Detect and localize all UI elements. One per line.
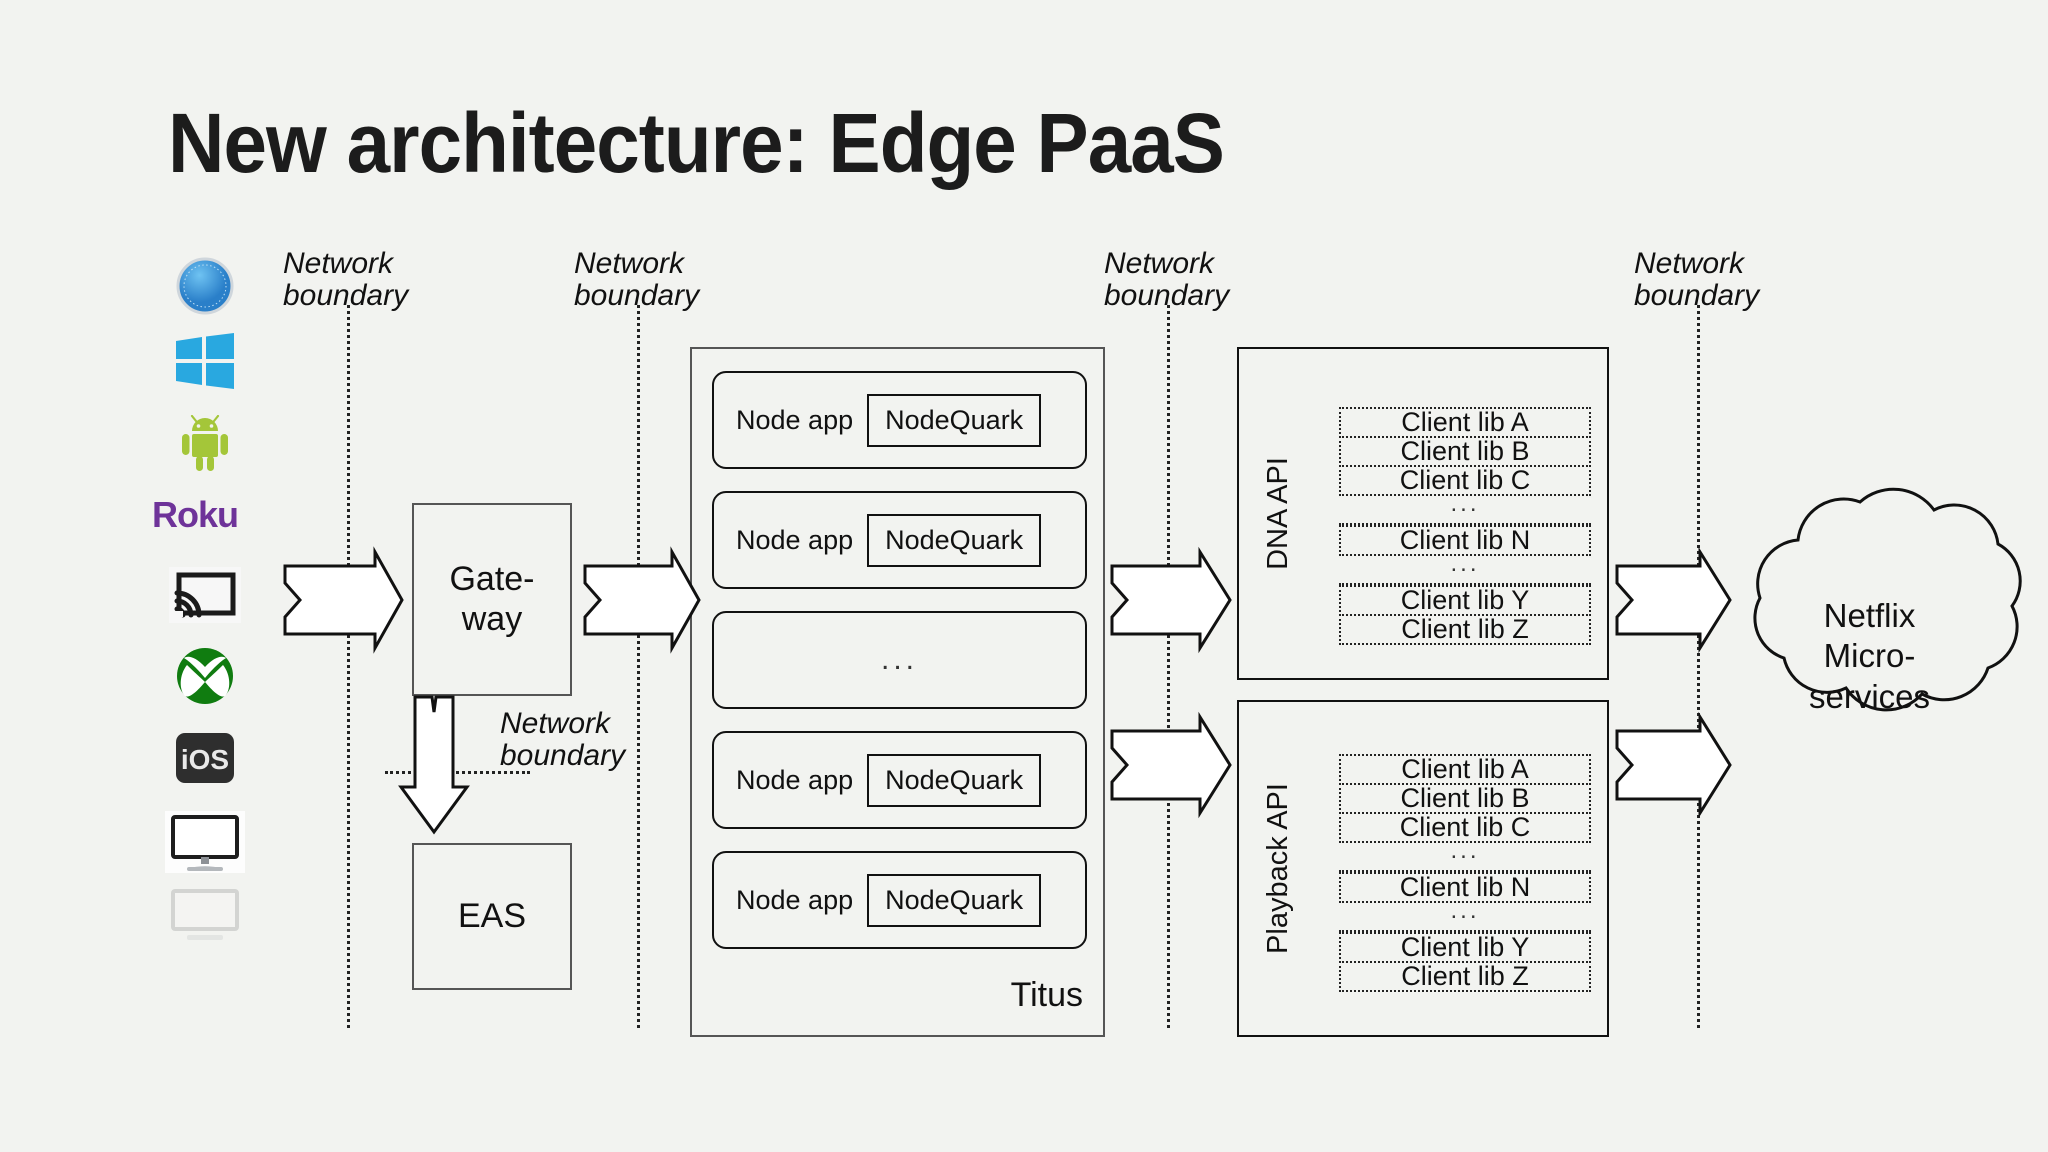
ios-icon: iOS <box>174 731 236 785</box>
arrow-titus-to-dna-api <box>1110 546 1232 654</box>
boundary-1-line <box>347 305 350 1028</box>
node-app-label: Node app <box>736 884 854 915</box>
cloud-label: Netflix Micro- services <box>1808 597 1931 715</box>
client-lib: Client lib Z <box>1339 614 1591 645</box>
gateway-box[interactable]: Gate- way <box>412 503 572 696</box>
tv-icon <box>165 811 245 873</box>
safari-icon <box>174 255 236 317</box>
node-row[interactable]: Node app NodeQuark <box>712 731 1087 829</box>
arrow-dna-api-to-cloud <box>1615 546 1732 654</box>
node-app-label: Node app <box>736 764 854 795</box>
android-icon <box>174 414 236 477</box>
node-row[interactable]: Node app NodeQuark <box>712 851 1087 949</box>
nodequark-box: NodeQuark <box>867 393 1042 447</box>
client-lib: Client lib Y <box>1339 585 1591 616</box>
eas-label: EAS <box>457 897 527 935</box>
client-lib: Client lib Y <box>1339 932 1591 963</box>
client-lib: Client lib A <box>1339 407 1591 438</box>
client-lib: Client lib A <box>1339 754 1591 785</box>
arrow-devices-to-gateway <box>283 546 404 654</box>
client-lib: Client lib B <box>1339 783 1591 814</box>
arrow-gateway-to-eas <box>398 695 470 835</box>
arrow-gateway-to-titus <box>583 546 701 654</box>
nodequark-box: NodeQuark <box>867 513 1042 567</box>
client-lib: Client lib Z <box>1339 961 1591 992</box>
node-row[interactable]: Node app NodeQuark <box>712 371 1087 469</box>
arrow-playback-api-to-cloud <box>1615 711 1732 819</box>
boundary-gateway-eas-line <box>385 771 530 774</box>
xbox-icon <box>174 645 236 707</box>
client-lib-gap: ... <box>1339 837 1591 872</box>
boundary-3-line <box>1167 305 1170 1028</box>
boundary-2-line <box>637 305 640 1028</box>
windows-icon <box>174 333 236 395</box>
client-lib-gap: ... <box>1339 897 1591 932</box>
tv-faded-icon <box>165 887 245 943</box>
playback-api-lib-stack: Client lib A Client lib B Client lib C .… <box>1339 754 1591 992</box>
dna-api-box: DNA API Client lib A Client lib B Client… <box>1237 347 1609 680</box>
nodequark-box: NodeQuark <box>867 753 1042 807</box>
node-app-label: Node app <box>736 404 854 435</box>
dna-api-lib-stack: Client lib A Client lib B Client lib C .… <box>1339 407 1591 645</box>
roku-icon: Roku <box>150 493 260 537</box>
page-title: New architecture: Edge PaaS <box>168 96 1225 190</box>
client-lib-gap: ... <box>1339 490 1591 525</box>
gateway-label: Gate- way <box>449 560 535 638</box>
ellipsis-label: ... <box>880 643 918 676</box>
node-app-label: Node app <box>736 524 854 555</box>
playback-api-title: Playback API <box>1261 783 1294 954</box>
titus-label: Titus <box>1010 976 1083 1014</box>
node-row-ellipsis: ... <box>712 611 1087 709</box>
eas-box[interactable]: EAS <box>412 843 572 990</box>
svg-text:iOS: iOS <box>181 744 229 775</box>
device-icon-column: Roku <box>150 255 260 969</box>
titus-container: Node app NodeQuark Node app NodeQuark ..… <box>690 347 1105 1037</box>
arrow-titus-to-playback-api <box>1110 711 1232 819</box>
nodequark-box: NodeQuark <box>867 873 1042 927</box>
node-row[interactable]: Node app NodeQuark <box>712 491 1087 589</box>
chromecast-icon <box>169 567 241 623</box>
playback-api-box: Playback API Client lib A Client lib B C… <box>1237 700 1609 1037</box>
svg-text:Roku: Roku <box>152 494 238 535</box>
client-lib-gap: ... <box>1339 550 1591 585</box>
boundary-4-line <box>1697 305 1700 1028</box>
client-lib: Client lib B <box>1339 436 1591 467</box>
dna-api-title: DNA API <box>1261 457 1294 570</box>
